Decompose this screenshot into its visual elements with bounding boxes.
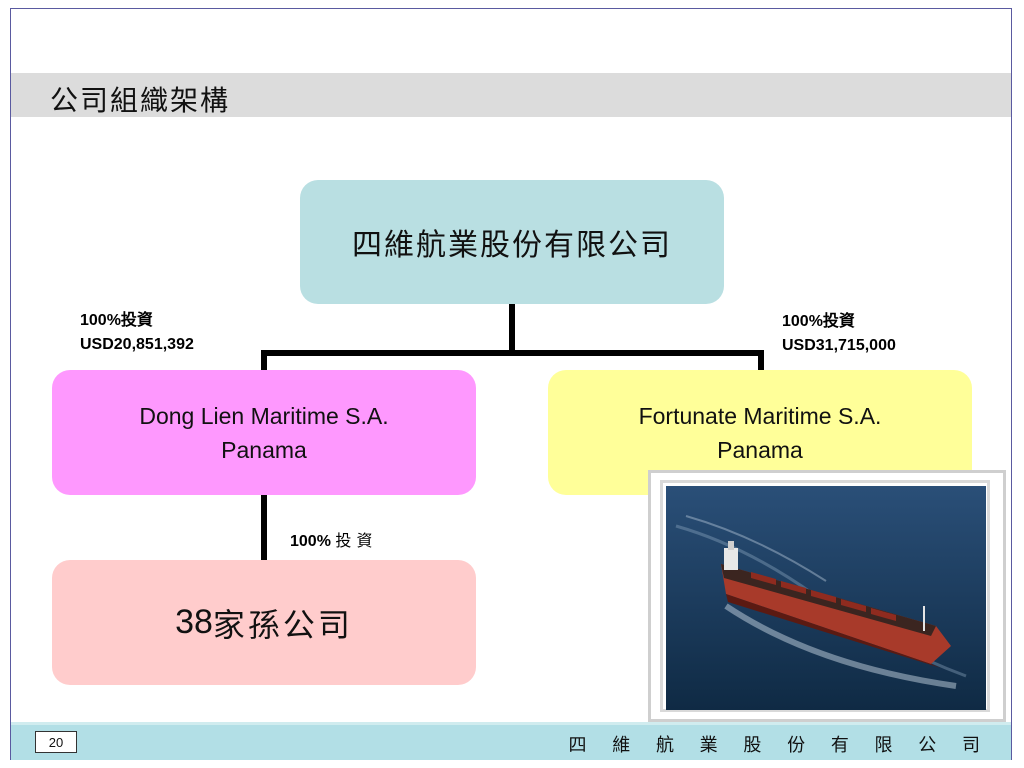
connector-left-drop [261, 350, 267, 372]
right-investment-percent: 100%投資 [782, 313, 855, 330]
grandchild-investment-note: 100% 投 資 [290, 529, 372, 554]
right-investment-amount: USD31,715,000 [782, 337, 896, 354]
parent-company-label: 四維航業股份有限公司 [352, 228, 672, 263]
grandchild-count: 38 [175, 603, 213, 641]
right-investment-note: 100%投資 USD31,715,000 [782, 310, 896, 358]
title-band [11, 73, 1011, 117]
footer-band [11, 722, 1011, 760]
slide-title: 公司組織架構 [50, 84, 231, 117]
left-investment-percent: 100%投資 [80, 312, 153, 329]
dong-lien-name: Dong Lien Maritime S.A. [139, 402, 389, 429]
grandchild-label: 家孫公司 [212, 605, 353, 644]
connector-parent-vertical [509, 304, 515, 354]
connector-right-drop [758, 350, 764, 372]
page-number: 20 [35, 731, 77, 753]
photo-frame-inner [660, 480, 990, 712]
left-investment-note: 100%投資 USD20,851,392 [80, 309, 194, 357]
fortunate-name: Fortunate Maritime S.A. [638, 402, 882, 429]
connector-left-to-grandchild [261, 495, 267, 561]
connector-horizontal [261, 350, 764, 356]
grandchild-investment-word: 投 資 [335, 531, 373, 550]
cargo-ship-photo [666, 486, 986, 710]
cargo-ship-icon [666, 486, 986, 710]
left-investment-amount: USD20,851,392 [80, 336, 194, 353]
fortunate-country: Panama [717, 436, 803, 463]
dong-lien-country: Panama [221, 436, 307, 463]
grandchild-investment-percent: 100% [290, 533, 331, 550]
footer-company-name: 四 維 航 業 股 份 有 限 公 司 [568, 735, 990, 756]
dong-lien-box: Dong Lien Maritime S.A. Panama [52, 370, 476, 495]
parent-company-box: 四維航業股份有限公司 [300, 180, 724, 304]
